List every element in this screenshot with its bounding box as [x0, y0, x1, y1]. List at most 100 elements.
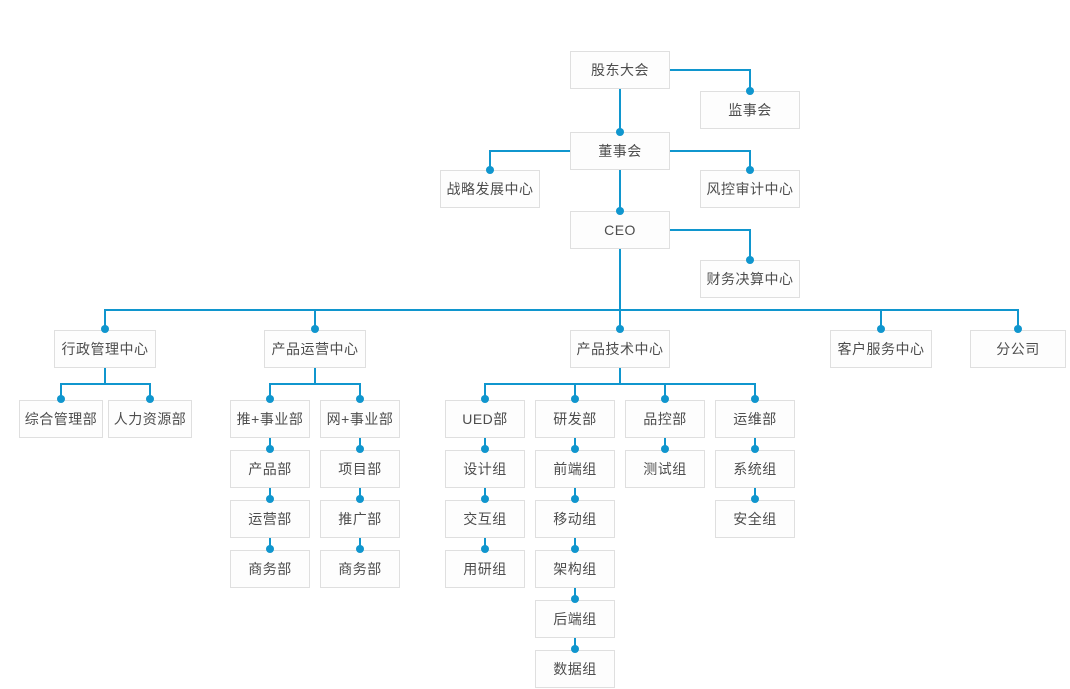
node-supervisory-board: 监事会 [700, 91, 800, 129]
connector-line-vertical [484, 438, 486, 450]
connector-junction-dot [661, 445, 669, 453]
connector-line-vertical [754, 383, 756, 400]
connector-junction-dot [616, 128, 624, 136]
connector-line-horizontal [489, 150, 570, 152]
connector-line-vertical [574, 588, 576, 600]
node-ued-dept: UED部 [445, 400, 525, 438]
connector-junction-dot [661, 395, 669, 403]
connector-junction-dot [356, 395, 364, 403]
node-rd-dept: 研发部 [535, 400, 615, 438]
connector-junction-dot [266, 545, 274, 553]
node-product-dept: 产品部 [230, 450, 310, 488]
node-admin-center: 行政管理中心 [54, 330, 156, 368]
node-mobile-group: 移动组 [535, 500, 615, 538]
connector-line-vertical [754, 438, 756, 450]
node-qc-dept: 品控部 [625, 400, 705, 438]
node-ceo: CEO [570, 211, 670, 249]
node-interaction-group: 交互组 [445, 500, 525, 538]
connector-junction-dot [746, 87, 754, 95]
connector-line-horizontal [60, 383, 151, 385]
node-system-group: 系统组 [715, 450, 795, 488]
connector-junction-dot [101, 325, 109, 333]
connector-line-vertical [104, 309, 106, 330]
connector-junction-dot [481, 545, 489, 553]
connector-junction-dot [877, 325, 885, 333]
node-risk-audit-center: 风控审计中心 [700, 170, 800, 208]
connector-junction-dot [311, 325, 319, 333]
node-board-of-directors: 董事会 [570, 132, 670, 170]
connector-line-vertical [574, 638, 576, 650]
connector-line-vertical [664, 383, 666, 400]
node-branch-company: 分公司 [970, 330, 1066, 368]
node-shareholders-meeting: 股东大会 [570, 51, 670, 89]
node-general-admin-dept: 综合管理部 [19, 400, 103, 438]
connector-junction-dot [356, 495, 364, 503]
connector-junction-dot [746, 166, 754, 174]
node-finance-center: 财务决算中心 [700, 260, 800, 298]
connector-line-vertical [359, 488, 361, 500]
connector-junction-dot [1014, 325, 1022, 333]
connector-junction-dot [571, 545, 579, 553]
node-devops-dept: 运维部 [715, 400, 795, 438]
connector-line-vertical [619, 309, 621, 330]
connector-line-vertical [104, 368, 106, 384]
connector-junction-dot [481, 445, 489, 453]
node-strategy-center: 战略发展中心 [440, 170, 540, 208]
node-user-research-group: 用研组 [445, 550, 525, 588]
connector-line-vertical [880, 309, 882, 330]
connector-line-vertical [60, 383, 62, 400]
connector-junction-dot [266, 445, 274, 453]
connector-line-vertical [484, 538, 486, 550]
node-business-dept-tui: 商务部 [230, 550, 310, 588]
connector-line-horizontal [670, 150, 751, 152]
node-data-group: 数据组 [535, 650, 615, 688]
connector-line-vertical [619, 368, 621, 384]
connector-junction-dot [266, 495, 274, 503]
node-business-dept-wang: 商务部 [320, 550, 400, 588]
connector-line-vertical [269, 383, 271, 400]
connector-line-vertical [149, 383, 151, 400]
node-promotion-dept: 推广部 [320, 500, 400, 538]
node-customer-service-center: 客户服务中心 [830, 330, 932, 368]
connector-line-vertical [664, 438, 666, 450]
connector-junction-dot [356, 545, 364, 553]
node-product-tech-center: 产品技术中心 [570, 330, 670, 368]
connector-line-vertical [749, 229, 751, 260]
node-design-group: 设计组 [445, 450, 525, 488]
connector-line-horizontal [670, 229, 751, 231]
connector-line-vertical [574, 538, 576, 550]
connector-line-vertical [574, 383, 576, 400]
connector-junction-dot [571, 645, 579, 653]
connector-junction-dot [571, 395, 579, 403]
connector-line-horizontal [104, 309, 1019, 311]
connector-line-vertical [359, 438, 361, 450]
node-operations-dept: 运营部 [230, 500, 310, 538]
connector-line-vertical [574, 488, 576, 500]
node-wang-division: 网+事业部 [320, 400, 400, 438]
connector-line-vertical [359, 383, 361, 400]
connector-line-vertical [574, 438, 576, 450]
connector-line-vertical [1017, 309, 1019, 330]
connector-junction-dot [481, 495, 489, 503]
node-product-ops-center: 产品运营中心 [264, 330, 366, 368]
connector-junction-dot [146, 395, 154, 403]
connector-line-vertical [359, 538, 361, 550]
connector-line-vertical [269, 438, 271, 450]
connector-line-vertical [619, 89, 621, 132]
connector-junction-dot [751, 495, 759, 503]
node-tui-division: 推+事业部 [230, 400, 310, 438]
connector-junction-dot [57, 395, 65, 403]
connector-junction-dot [356, 445, 364, 453]
node-security-group: 安全组 [715, 500, 795, 538]
connector-junction-dot [481, 395, 489, 403]
connector-line-vertical [489, 150, 491, 170]
connector-junction-dot [751, 395, 759, 403]
node-test-group: 测试组 [625, 450, 705, 488]
node-architecture-group: 架构组 [535, 550, 615, 588]
connector-line-vertical [754, 488, 756, 500]
connector-line-vertical [749, 150, 751, 170]
connector-line-vertical [314, 368, 316, 384]
connector-line-vertical [269, 538, 271, 550]
connector-junction-dot [616, 207, 624, 215]
